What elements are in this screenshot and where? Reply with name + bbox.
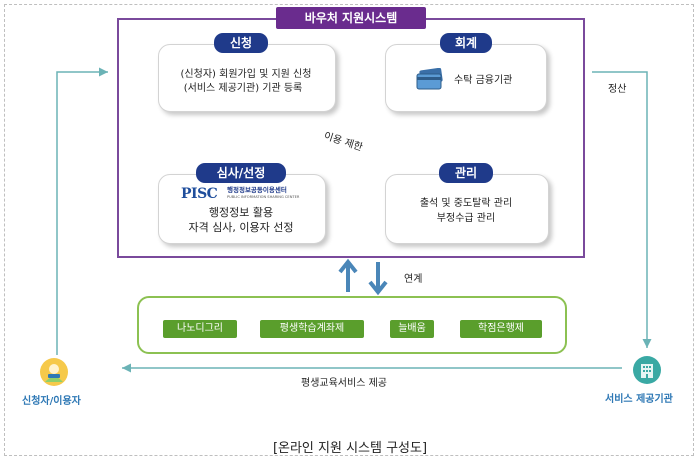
ext-credit-bank: 학점은행제 <box>460 320 542 338</box>
system-title: 바우처 지원시스템 <box>276 7 426 29</box>
link-label: 연계 <box>404 274 423 285</box>
external-to-system-arrow <box>338 258 358 292</box>
pisc-logo-mark: PISC <box>181 186 218 202</box>
review-line-1: 행정정보 활용 <box>208 206 274 219</box>
accounting-text: 수탁 금융기관 <box>454 75 513 86</box>
manage-line-2: 부정수급 관리 <box>436 213 496 224</box>
manage-tag: 관리 <box>439 163 493 183</box>
provider-icon <box>632 355 662 389</box>
provider-label: 서비스 제공기관 <box>605 394 673 405</box>
figure-frame <box>4 4 694 456</box>
applicant-icon <box>39 357 69 391</box>
applicant-to-system-arrow <box>56 67 108 355</box>
pisc-logo: PISC 행정정보공동이용센터 PUBLIC INFORMATION SHARI… <box>181 186 311 202</box>
pisc-logo-name: 행정정보공동이용센터 <box>227 186 287 194</box>
pisc-logo-sub: PUBLIC INFORMATION SHARING CENTER <box>227 195 300 199</box>
apply-line-1: (신청자) 회원가입 및 지원 신청 <box>180 69 312 80</box>
accounting-tag: 회계 <box>440 33 492 53</box>
service-label: 평생교육서비스 제공 <box>301 378 387 389</box>
review-line-2: 자격 심사, 이용자 선정 <box>188 221 294 234</box>
figure-caption: [온라인 지원 시스템 구성도] <box>272 441 428 456</box>
apply-tag: 신청 <box>214 33 268 53</box>
settlement-arrow <box>592 71 652 348</box>
ext-neulbaeum: 늘배움 <box>390 320 434 338</box>
review-tag: 심사/선정 <box>196 163 286 183</box>
apply-line-2: (서비스 제공기관) 기관 등록 <box>183 83 303 94</box>
system-to-external-arrow <box>368 262 388 296</box>
manage-line-1: 출석 및 중도탈락 관리 <box>419 198 513 209</box>
card-icon <box>415 67 445 94</box>
applicant-label: 신청자/이용자 <box>22 396 81 407</box>
ext-nanodegree: 나노디그리 <box>163 320 237 338</box>
settlement-label: 정산 <box>608 84 627 95</box>
ext-lifelong-account: 평생학습계좌제 <box>260 320 364 338</box>
